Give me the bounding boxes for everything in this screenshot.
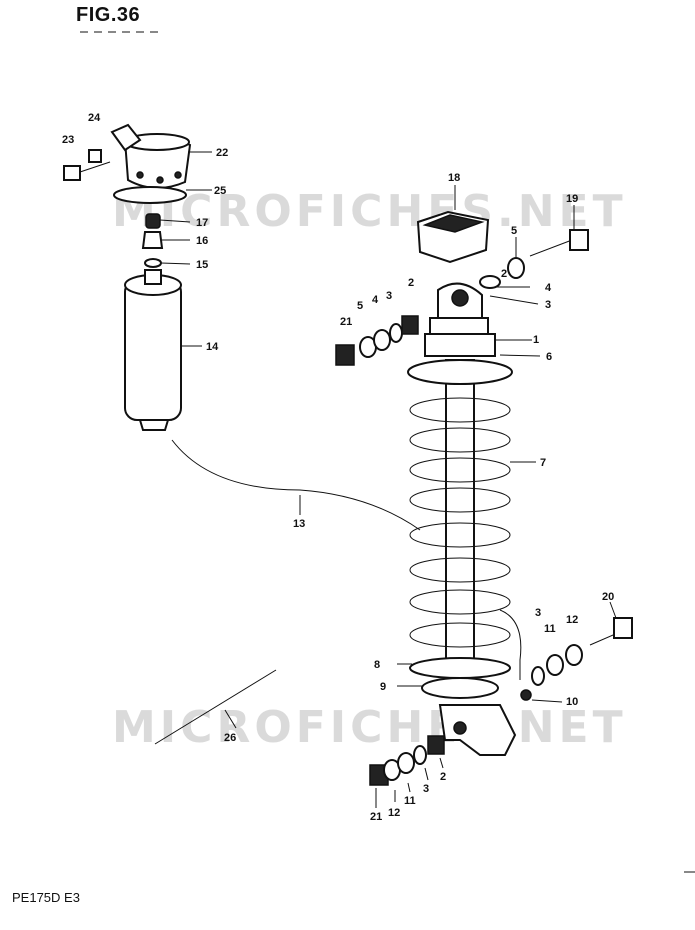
figure-footer: PE175D E3	[12, 890, 80, 905]
washer-part-12-right	[565, 644, 583, 666]
reservoir-part-14	[124, 269, 182, 431]
callout-12-left: 12	[388, 807, 400, 819]
strap-part-26	[154, 669, 277, 745]
callout-24: 24	[88, 112, 101, 124]
clamp-part-22	[110, 123, 192, 189]
spring-part-7	[407, 359, 513, 648]
nut-part-24	[88, 149, 102, 163]
callout-4-upper-left: 4	[372, 294, 379, 306]
callout-8: 8	[374, 659, 380, 671]
callout-26: 26	[224, 732, 236, 744]
bolt-part-23	[63, 161, 111, 181]
callout-3-upper-right: 3	[545, 299, 551, 311]
callout-25: 25	[214, 185, 226, 197]
callout-18: 18	[448, 172, 460, 184]
callout-3-lower-left: 3	[423, 783, 429, 795]
callout-labels: 1 2 2 2 3 3 3 3 4 4 5 5 6 7 8 9 10 11 11…	[62, 112, 614, 823]
callout-13: 13	[293, 518, 305, 530]
lower-eye	[438, 704, 517, 756]
callout-19: 19	[566, 193, 578, 205]
callout-23: 23	[62, 134, 74, 146]
callout-5-upper-left: 5	[357, 300, 363, 312]
upper-hardware-left	[335, 315, 419, 366]
callout-20: 20	[602, 591, 614, 603]
washer-part-11-right	[546, 654, 564, 676]
oring-part-15	[144, 258, 162, 268]
callout-2-lower: 2	[440, 771, 446, 783]
bolt-part-19	[529, 229, 589, 257]
callout-3-upper-left: 3	[386, 290, 392, 302]
hose-lower	[499, 609, 522, 680]
figure-title: FIG.36	[76, 4, 141, 26]
callout-17: 17	[196, 217, 208, 229]
seat-part-8	[409, 657, 511, 679]
adjuster-part-9	[421, 677, 499, 699]
watermark-top: MICROFICHES.NET	[112, 186, 627, 237]
oring-part-2-upper	[479, 275, 501, 289]
watermark-bottom: MICROFICHES.NET	[112, 702, 627, 753]
callout-7: 7	[540, 457, 546, 469]
callout-3-lower-right: 3	[535, 607, 541, 619]
cap-part-17	[145, 213, 161, 229]
nut-part-5-upper	[507, 257, 525, 279]
callout-6: 6	[546, 351, 552, 363]
callout-21-upper: 21	[340, 316, 352, 328]
fitting-part-10	[520, 689, 532, 701]
callout-1: 1	[533, 334, 539, 346]
cap-part-18	[416, 210, 490, 264]
callout-10: 10	[566, 696, 578, 708]
callout-22: 22	[216, 147, 228, 159]
callout-2-upper-right: 2	[501, 268, 507, 280]
shock-absorber-body	[424, 282, 496, 691]
callout-11-left: 11	[404, 795, 416, 807]
callout-5-upper-right: 5	[511, 225, 517, 237]
callout-16: 16	[196, 235, 208, 247]
ring-part-25	[113, 186, 187, 204]
leader-lines	[159, 151, 617, 808]
lower-hardware-left	[369, 735, 445, 786]
callout-9: 9	[380, 681, 386, 693]
callout-14: 14	[206, 341, 219, 353]
callout-15: 15	[196, 259, 208, 271]
bolt-part-20	[589, 617, 633, 646]
hose-part-13	[171, 439, 421, 531]
ring-part-3-right	[531, 666, 545, 686]
callout-21-lower: 21	[370, 811, 382, 823]
valve-part-16	[141, 231, 164, 249]
callout-2-upper-left: 2	[408, 277, 414, 289]
callout-4-upper-right: 4	[545, 282, 552, 294]
callout-11-right: 11	[544, 623, 556, 635]
callout-12-right: 12	[566, 614, 578, 626]
